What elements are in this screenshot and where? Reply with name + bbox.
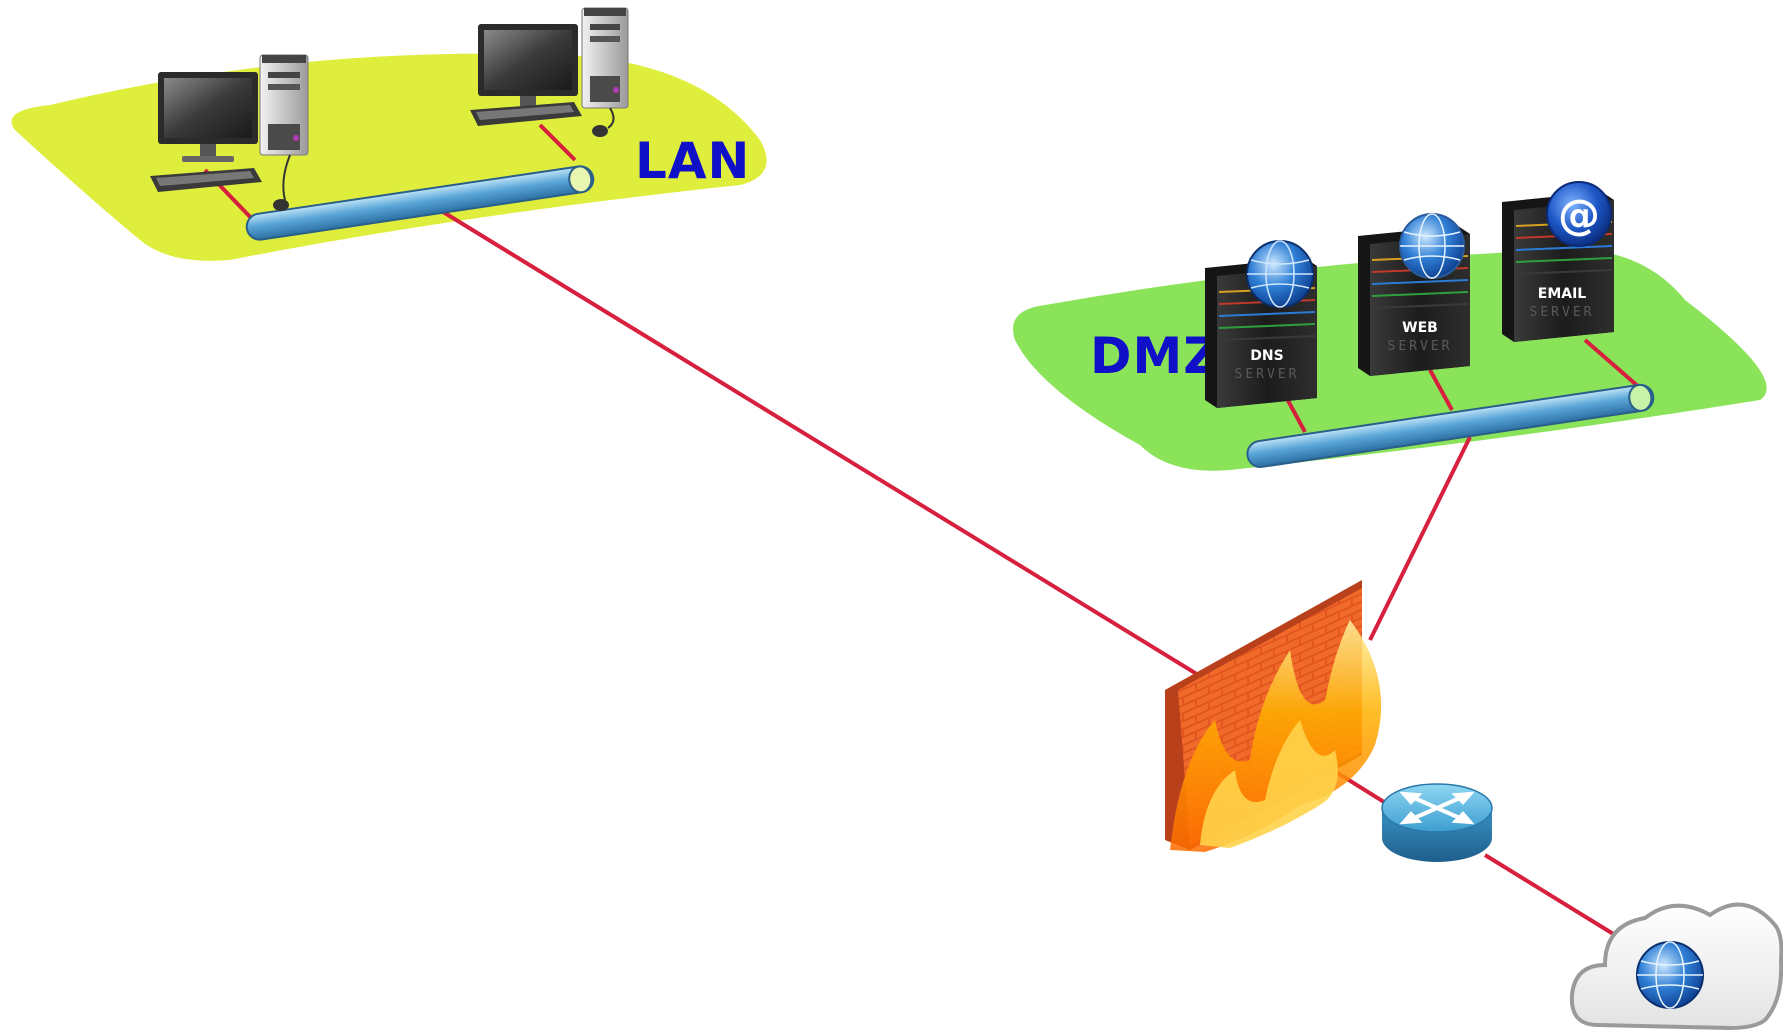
- dns-server[interactable]: DNS SERVER: [1205, 240, 1317, 408]
- at-symbol: @: [1558, 190, 1600, 239]
- globe-icon: [1636, 941, 1704, 1009]
- internet-cloud[interactable]: [1569, 902, 1783, 1031]
- web-server[interactable]: WEB SERVER: [1358, 213, 1470, 376]
- lan-label: LAN: [635, 132, 750, 190]
- computer-icon: [470, 7, 629, 137]
- link-web-to-dmz-bus: [1428, 369, 1454, 411]
- link-dmz-to-firewall: [1368, 436, 1472, 641]
- computer-icon: [150, 54, 309, 211]
- link-router-to-cloud: [1483, 853, 1617, 937]
- at-sign-icon: @: [1546, 181, 1612, 247]
- globe-icon: [1399, 213, 1465, 279]
- link-email-to-dmz-bus: [1583, 338, 1642, 390]
- router-icon: [1381, 783, 1493, 862]
- globe-icon: [1246, 240, 1314, 308]
- link-dns-to-dmz-bus: [1283, 394, 1307, 433]
- email-server[interactable]: EMAIL SERVER @: [1502, 181, 1614, 342]
- firewall[interactable]: [1165, 580, 1382, 852]
- dmz-label: DMZ: [1090, 327, 1221, 385]
- firewall-icon: [1165, 580, 1382, 852]
- link-ws2-to-lan-bus: [538, 123, 577, 162]
- web-server-sublabel: SERVER: [1388, 339, 1453, 354]
- email-server-sublabel: SERVER: [1530, 305, 1595, 320]
- dns-server-sublabel: SERVER: [1235, 367, 1300, 382]
- web-server-label: WEB: [1402, 320, 1438, 336]
- dmz-bus: [1246, 383, 1655, 468]
- lan-bus: [245, 165, 595, 241]
- router[interactable]: [1381, 783, 1493, 862]
- workstation-1[interactable]: [150, 54, 309, 211]
- email-server-label: EMAIL: [1538, 286, 1587, 302]
- dns-server-label: DNS: [1250, 348, 1283, 364]
- workstation-2[interactable]: [470, 7, 629, 137]
- link-lan-to-firewall: [433, 205, 1202, 678]
